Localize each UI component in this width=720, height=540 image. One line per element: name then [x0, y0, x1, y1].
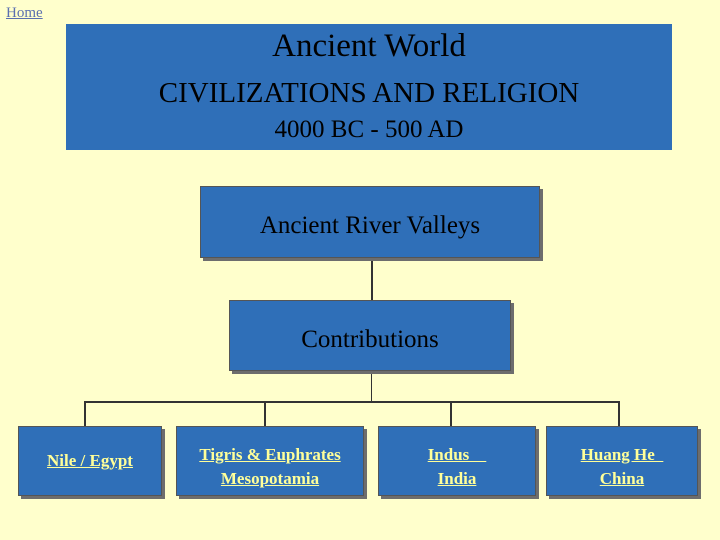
leaf-node-china[interactable]: Huang He China — [546, 426, 698, 496]
india-link[interactable]: India — [437, 469, 477, 488]
title-banner: Ancient World CIVILIZATIONS AND RELIGION… — [66, 24, 672, 150]
middle-node: Contributions — [229, 300, 511, 371]
indus-link[interactable]: Indus — [427, 445, 487, 464]
home-link[interactable]: Home — [6, 5, 43, 21]
connector-leaf-1 — [84, 401, 86, 426]
connector-root-to-middle — [371, 258, 373, 300]
huang-he-link[interactable]: Huang He — [580, 445, 664, 464]
leaf-node-india[interactable]: Indus India — [378, 426, 536, 496]
page-subtitle: CIVILIZATIONS AND RELIGION — [158, 77, 580, 109]
connector-leaf-4 — [618, 401, 620, 426]
china-link[interactable]: China — [599, 469, 645, 488]
mesopotamia-link[interactable]: Mesopotamia — [220, 469, 320, 488]
page-title: Ancient World — [272, 28, 466, 64]
connector-leaf-3 — [450, 401, 452, 426]
connector-middle-down — [371, 371, 372, 401]
root-node: Ancient River Valleys — [200, 186, 540, 258]
leaf-node-mesopotamia[interactable]: Tigris & Euphrates Mesopotamia — [176, 426, 364, 496]
connector-horizontal — [84, 401, 620, 403]
root-node-label: Ancient River Valleys — [259, 212, 481, 239]
date-range: 4000 BC - 500 AD — [274, 116, 464, 143]
tigris-euphrates-link[interactable]: Tigris & Euphrates — [199, 445, 341, 464]
nile-egypt-link[interactable]: Nile / Egypt — [47, 451, 133, 470]
connector-leaf-2 — [264, 401, 266, 426]
leaf-node-egypt[interactable]: Nile / Egypt — [18, 426, 162, 496]
middle-node-label: Contributions — [301, 326, 439, 353]
